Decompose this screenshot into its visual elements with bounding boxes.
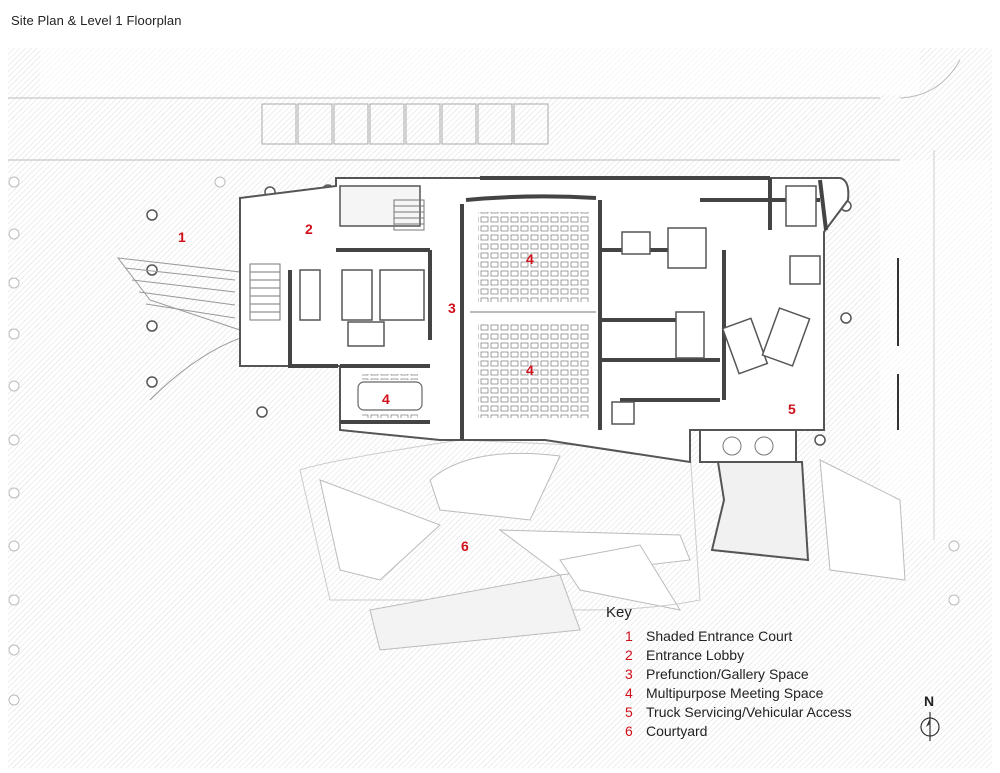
key-item: 3 Prefunction/Gallery Space — [606, 665, 852, 684]
key-item-number: 1 — [625, 628, 633, 644]
key-item-number: 6 — [625, 723, 633, 739]
label-4-meeting-left: 4 — [382, 391, 390, 407]
site-bollards — [8, 176, 960, 706]
key-item-number: 5 — [625, 704, 633, 720]
key-item-label: Shaded Entrance Court — [646, 628, 793, 644]
label-5-truck-servicing: 5 — [788, 401, 796, 417]
building-walls — [288, 176, 828, 440]
auditorium-seating — [470, 212, 596, 418]
key-item: 1 Shaded Entrance Court — [606, 627, 852, 646]
key-item-label: Prefunction/Gallery Space — [646, 666, 809, 682]
key-item: 2 Entrance Lobby — [606, 646, 852, 665]
key-item-label: Entrance Lobby — [646, 647, 745, 663]
key-title: Key — [606, 604, 632, 621]
key-item-number: 3 — [625, 666, 633, 682]
page-title: Site Plan & Level 1 Floorplan — [11, 13, 182, 28]
courtyard-landscape — [299, 439, 906, 651]
label-3-prefunction-gallery: 3 — [448, 300, 456, 316]
key-item-label: Courtyard — [646, 723, 708, 739]
key-item: 4 Multipurpose Meeting Space — [606, 684, 852, 703]
parking-strip — [8, 59, 961, 161]
key-item-number: 2 — [625, 647, 633, 663]
key-item-number: 4 — [625, 685, 633, 701]
label-2-entrance-lobby: 2 — [305, 221, 313, 237]
north-arrow: N — [916, 693, 946, 743]
key-item: 6 Courtyard — [606, 722, 852, 741]
label-4-meeting-lower: 4 — [526, 362, 534, 378]
plan-key: Key 1 Shaded Entrance Court 2 Entrance Lob… — [606, 604, 852, 741]
road-markings — [897, 150, 935, 540]
key-item-label: Truck Servicing/Vehicular Access — [646, 704, 852, 720]
meeting-table — [357, 374, 423, 418]
label-4-meeting-upper: 4 — [526, 251, 534, 267]
north-label: N — [924, 693, 935, 709]
key-item-label: Multipurpose Meeting Space — [646, 685, 824, 701]
service-rooms — [299, 185, 821, 425]
stair — [249, 199, 425, 321]
label-1-shaded-entrance-court: 1 — [178, 229, 186, 245]
north-arrow-icon — [920, 712, 940, 741]
label-6-courtyard: 6 — [461, 538, 469, 554]
key-item: 5 Truck Servicing/Vehicular Access — [606, 703, 852, 722]
